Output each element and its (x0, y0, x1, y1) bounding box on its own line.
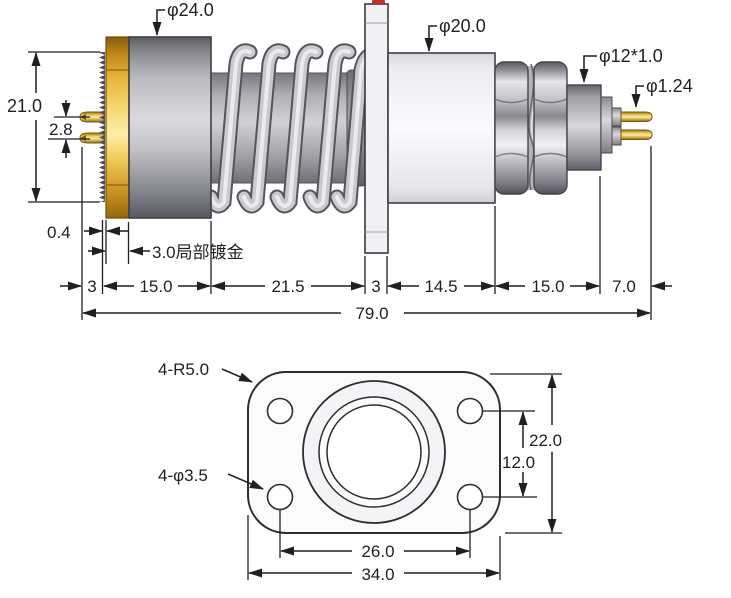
main-body-cylinder (128, 36, 212, 219)
height-dimension: 21.0 (7, 51, 100, 203)
gold-plated-band (105, 36, 130, 219)
flange-plate-side (364, 0, 389, 254)
width-34-label: 34.0 (361, 565, 394, 584)
dia-20-leader (424, 25, 437, 52)
chain-15b-label: 15.0 (531, 277, 564, 296)
dia-1-24-leader (631, 85, 644, 108)
chain-3a-label: 3 (87, 277, 96, 296)
dia-24-leader (152, 9, 165, 36)
hex-nuts (494, 61, 568, 195)
flange-height-dimension: 22.0 (490, 373, 562, 534)
mount-hole-br (456, 483, 484, 511)
threaded-section (566, 84, 602, 171)
flange-width-dimension: 34.0 (247, 515, 501, 584)
serration-dimension: 0.4 (47, 223, 128, 242)
pin-pitch-dimension: 2.8 (48, 100, 90, 158)
flange-face-view: 4-R5.0 4-φ3.5 22.0 12.0 26.0 (158, 360, 562, 584)
center-bore (326, 404, 422, 500)
hole-dia-callout: 4-φ3.5 (158, 466, 264, 490)
extension-lines (81, 146, 652, 320)
hole-dia-label: 4-φ3.5 (158, 466, 208, 485)
plating-dimension: 3.0局部镀金 (88, 243, 244, 262)
chain-15a-label: 15.0 (139, 277, 172, 296)
serrated-face (99, 52, 106, 202)
pitch-2-8-label: 2.8 (49, 120, 73, 139)
spring-coils (203, 43, 380, 214)
corner-radius-callout: 4-R5.0 (158, 360, 253, 383)
pitch-12-label: 12.0 (502, 453, 535, 472)
mount-hole-tr (456, 397, 484, 425)
red-mark (372, 0, 385, 4)
pitch-26-label: 26.0 (361, 542, 394, 561)
total-length-dimension: 79.0 (82, 304, 651, 323)
dia-24-label: φ24.0 (167, 0, 214, 20)
plating-note-label: 3.0局部镀金 (152, 243, 244, 262)
diameter-labels: φ24.0 φ20.0 φ12*1.0 φ1.24 (152, 0, 693, 108)
corner-radius-label: 4-R5.0 (158, 360, 209, 379)
right-contact-pins (620, 111, 653, 140)
chain-14-5-label: 14.5 (424, 277, 457, 296)
serration-0-4-label: 0.4 (47, 223, 71, 242)
total-79-label: 79.0 (355, 304, 388, 323)
rear-pin-block (600, 96, 622, 154)
height-22-label: 22.0 (529, 431, 562, 450)
dia-12-leader (579, 55, 597, 83)
chain-3b-label: 3 (371, 277, 380, 296)
side-view: φ24.0 φ20.0 φ12*1.0 φ1.24 21.0 2.8 0.4 (7, 0, 693, 323)
dia-1-24-label: φ1.24 (646, 76, 693, 96)
chain-7-label: 7.0 (612, 277, 636, 296)
mount-hole-bl (266, 483, 294, 511)
dia-20-label: φ20.0 (439, 16, 486, 36)
height-21-label: 21.0 (7, 96, 42, 116)
insulator-cylinder (387, 52, 496, 204)
hole-pitch-v-dimension: 12.0 (483, 410, 537, 498)
mount-hole-tl (266, 397, 294, 425)
dia-12-label: φ12*1.0 (599, 46, 663, 66)
chain-21-5-label: 21.5 (271, 277, 304, 296)
hole-pitch-h-dimension: 26.0 (279, 510, 471, 561)
length-chain-dimension: 3 15.0 21.5 3 14.5 15.0 7.0 (60, 277, 672, 296)
